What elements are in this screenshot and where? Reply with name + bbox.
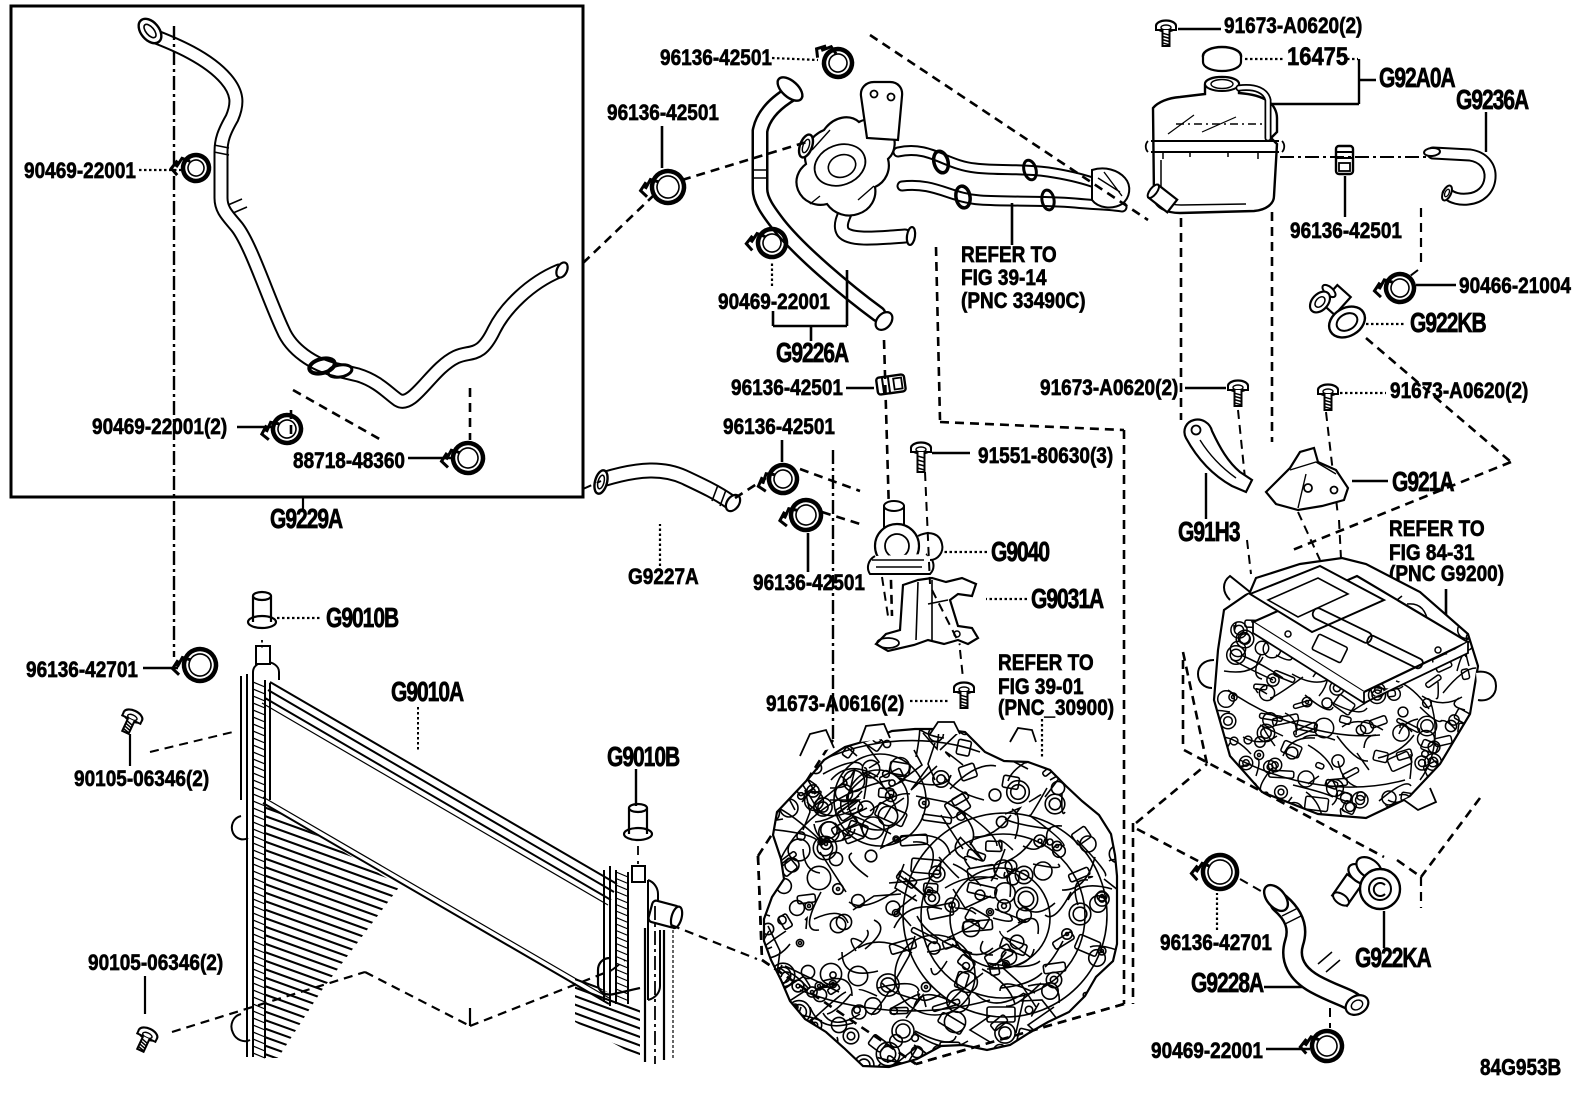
svg-text:G9226A: G9226A xyxy=(776,338,849,368)
svg-text:90469-22001: 90469-22001 xyxy=(1151,1039,1263,1064)
svg-text:96136-42501: 96136-42501 xyxy=(731,376,843,401)
svg-text:90469-22001: 90469-22001 xyxy=(24,159,136,184)
svg-text:88718-48360: 88718-48360 xyxy=(293,449,405,474)
svg-text:91673-A0616(2): 91673-A0616(2) xyxy=(766,692,904,717)
svg-text:REFER TO: REFER TO xyxy=(998,651,1094,676)
svg-text:96136-42501: 96136-42501 xyxy=(753,571,865,596)
svg-text:90466-21004: 90466-21004 xyxy=(1459,274,1572,299)
svg-text:G9040: G9040 xyxy=(991,537,1050,567)
svg-text:90105-06346(2): 90105-06346(2) xyxy=(88,951,223,976)
svg-text:(PNC_30900): (PNC_30900) xyxy=(998,696,1114,721)
svg-text:G9031A: G9031A xyxy=(1031,584,1104,614)
svg-text:90105-06346(2): 90105-06346(2) xyxy=(74,767,209,792)
svg-text:96136-42701: 96136-42701 xyxy=(26,658,138,683)
svg-text:G922KA: G922KA xyxy=(1355,943,1431,973)
svg-text:G9010B: G9010B xyxy=(326,603,399,633)
svg-text:G92A0A: G92A0A xyxy=(1379,63,1455,93)
svg-text:91673-A0620(2): 91673-A0620(2) xyxy=(1224,14,1362,39)
svg-text:G9228A: G9228A xyxy=(1191,968,1264,998)
svg-text:REFER TO: REFER TO xyxy=(961,243,1057,268)
svg-text:96136-42501: 96136-42501 xyxy=(723,415,835,440)
svg-text:90469-22001: 90469-22001 xyxy=(718,290,830,315)
svg-text:G9227A: G9227A xyxy=(628,565,699,590)
svg-text:G9229A: G9229A xyxy=(270,504,343,534)
svg-text:91673-A0620(2): 91673-A0620(2) xyxy=(1390,379,1528,404)
svg-text:FIG 84-31: FIG 84-31 xyxy=(1389,541,1475,566)
svg-text:G9236A: G9236A xyxy=(1456,85,1529,115)
svg-text:FIG 39-01: FIG 39-01 xyxy=(998,675,1084,700)
svg-text:96136-42501: 96136-42501 xyxy=(607,101,719,126)
svg-text:G921A: G921A xyxy=(1392,467,1454,497)
svg-text:(PNC G9200): (PNC G9200) xyxy=(1389,562,1504,587)
svg-text:91551-80630(3): 91551-80630(3) xyxy=(978,444,1113,469)
svg-text:90469-22001(2): 90469-22001(2) xyxy=(92,415,227,440)
svg-text:16475: 16475 xyxy=(1287,44,1348,72)
svg-text:G91H3: G91H3 xyxy=(1178,517,1240,547)
svg-text:G922KB: G922KB xyxy=(1410,308,1486,338)
svg-text:G9010A: G9010A xyxy=(391,677,464,707)
svg-text:96136-42501: 96136-42501 xyxy=(1290,219,1402,244)
svg-text:91673-A0620(2): 91673-A0620(2) xyxy=(1040,376,1178,401)
svg-text:(PNC 33490C): (PNC 33490C) xyxy=(961,289,1086,314)
svg-text:G9010B: G9010B xyxy=(607,742,680,772)
svg-text:FIG 39-14: FIG 39-14 xyxy=(961,266,1047,291)
svg-text:96136-42501: 96136-42501 xyxy=(660,46,772,71)
svg-text:REFER TO: REFER TO xyxy=(1389,517,1485,542)
svg-text:84G953B: 84G953B xyxy=(1480,1055,1561,1080)
svg-text:96136-42701: 96136-42701 xyxy=(1160,931,1272,956)
